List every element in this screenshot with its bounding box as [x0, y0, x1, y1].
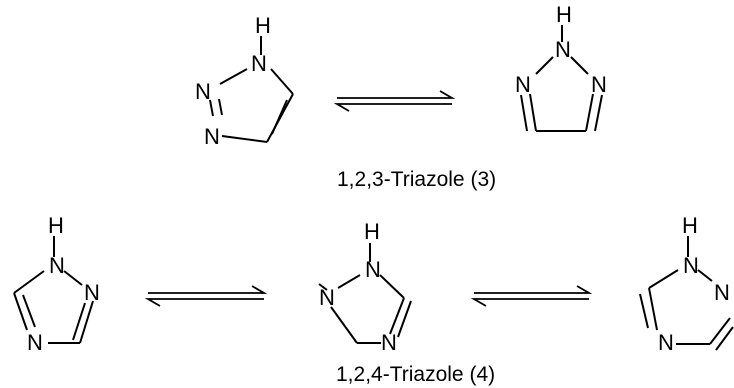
- bond-n3-c4: [221, 135, 268, 143]
- bond-c4-c5-double: [271, 99, 288, 135]
- atom-n1: N: [365, 257, 381, 282]
- bond-n4-c5: [13, 292, 28, 331]
- equilibrium-arrow-2: [144, 285, 268, 307]
- bond-n1-n2: [63, 270, 83, 286]
- bond-n2-n3: [209, 99, 214, 117]
- atom-n1: N: [515, 72, 531, 97]
- bond-c5-n1: [13, 270, 45, 294]
- bond-c3-n2: [709, 317, 731, 345]
- caption-124-triazole: 1,2,4-Triazole (4): [336, 363, 495, 386]
- bond-n1-n2: [697, 269, 713, 282]
- bond-c3-n2-double: [715, 326, 734, 351]
- forward-arrow: [148, 285, 268, 294]
- caption-123-triazole: 1,2,3-Triazole (3): [337, 168, 496, 191]
- atom-n4: N: [381, 330, 397, 355]
- atom-n2: N: [319, 285, 335, 310]
- bond-n2-n3: [570, 56, 589, 75]
- atom-n2: N: [84, 280, 100, 305]
- bond-n4-c5-double: [22, 294, 36, 328]
- molecule-4h-124-triazole: H N N N: [318, 219, 412, 355]
- bond-c5-n1: [270, 68, 294, 95]
- bond-n1-c5: [648, 269, 679, 289]
- forward-arrow: [337, 90, 456, 99]
- forward-arrow: [474, 285, 593, 294]
- bond-n1-c5-double: [520, 94, 528, 132]
- atom-n1: N: [251, 51, 267, 76]
- reverse-arrow: [333, 103, 452, 112]
- bond-c-n-top: [379, 274, 405, 299]
- bond-n2-n1: [535, 56, 554, 75]
- atom-h: H: [48, 213, 64, 238]
- bond-c4-n3-double: [594, 94, 603, 132]
- bond-n1-c5: [529, 93, 537, 132]
- bond-n1-n2: [219, 68, 248, 85]
- atom-n2: N: [555, 37, 571, 62]
- atom-h: H: [682, 213, 698, 238]
- atom-n2: N: [195, 79, 211, 104]
- atom-h: H: [255, 13, 271, 38]
- molecule-1h-124-triazole: H N N N: [13, 213, 100, 355]
- atom-h: H: [364, 219, 380, 244]
- molecule-1h-124-triazole-mirrored: H N N N: [639, 213, 734, 355]
- atom-n3: N: [204, 124, 220, 149]
- bond-n2-n3-double: [218, 98, 223, 116]
- atom-n2: N: [714, 280, 730, 305]
- atom-n4: N: [658, 330, 674, 355]
- bond-n-c-right-double: [397, 300, 412, 338]
- molecule-2h-123-triazole: H N N N: [515, 2, 607, 132]
- molecule-1h-123-triazole: H N N N: [195, 13, 294, 149]
- atom-n1: N: [683, 253, 699, 278]
- bond-n2-c3: [79, 300, 94, 344]
- bond-n-c: [330, 306, 358, 344]
- reverse-arrow: [144, 298, 264, 307]
- bond-n-c-right: [389, 297, 405, 335]
- bond-n-n-double: [318, 283, 328, 291]
- equilibrium-arrow-3: [470, 285, 593, 307]
- bond-c5-n4: [648, 287, 658, 331]
- bond-c4-n3: [585, 93, 594, 132]
- bond-c5-n4-double: [639, 293, 649, 329]
- bond-n2-c3-double: [72, 302, 86, 341]
- reverse-arrow: [470, 298, 589, 307]
- bond-n-n: [337, 274, 361, 289]
- atom-n4: N: [27, 330, 43, 355]
- equilibrium-arrow-1: [333, 90, 456, 112]
- atom-n1: N: [49, 253, 65, 278]
- atom-n3: N: [591, 72, 607, 97]
- atom-h: H: [556, 2, 572, 27]
